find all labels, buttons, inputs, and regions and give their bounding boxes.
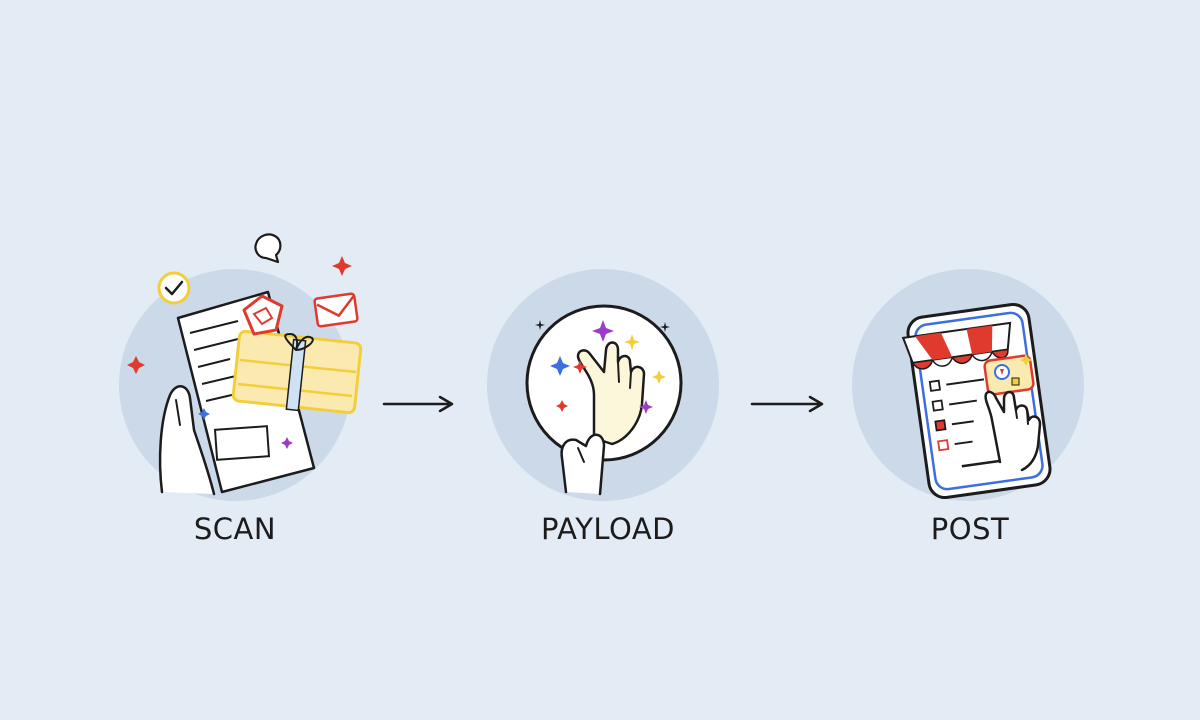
sparkle-icon: [624, 334, 640, 350]
sparkle-icon: [573, 360, 587, 374]
sparkle-icon: [198, 408, 210, 420]
step-label-payload: PAYLOAD: [540, 512, 676, 546]
check-badge-icon: [157, 271, 191, 305]
storefront-awning-icon: [901, 321, 1012, 370]
sparkle-icon: [639, 400, 653, 414]
sparkle-icon: [332, 256, 352, 276]
sparkle-icon: [550, 356, 570, 376]
arrow-right-icon: [750, 395, 824, 413]
sparkle-icon: [592, 320, 614, 342]
sparkle-icon: [281, 437, 293, 449]
scan-illustration-icon: [119, 233, 363, 501]
step-label-post: POST: [930, 512, 1010, 546]
step-label-scan: SCAN: [193, 512, 277, 546]
sparkle-icon: [556, 400, 568, 412]
product-card-icon: [983, 354, 1035, 396]
post-illustration-icon: [852, 269, 1084, 501]
sparkle-icon: [535, 320, 545, 330]
sparkle-icon: [660, 322, 670, 332]
gift-box-icon: [231, 329, 363, 415]
hand-icon: [560, 433, 606, 496]
pointing-hand-icon: [984, 390, 1042, 472]
gem-icon: [242, 294, 284, 336]
sparkle-icon: [652, 370, 666, 384]
hand-icon: [158, 385, 216, 496]
checklist-icon: [928, 378, 1006, 468]
payload-illustration-icon: [487, 269, 719, 501]
speech-bubble-icon: [254, 233, 282, 264]
arrow-right-icon: [382, 395, 454, 413]
sparkle-icon: [127, 356, 145, 374]
envelope-icon: [313, 292, 359, 328]
pointing-hand-icon: [576, 341, 646, 446]
